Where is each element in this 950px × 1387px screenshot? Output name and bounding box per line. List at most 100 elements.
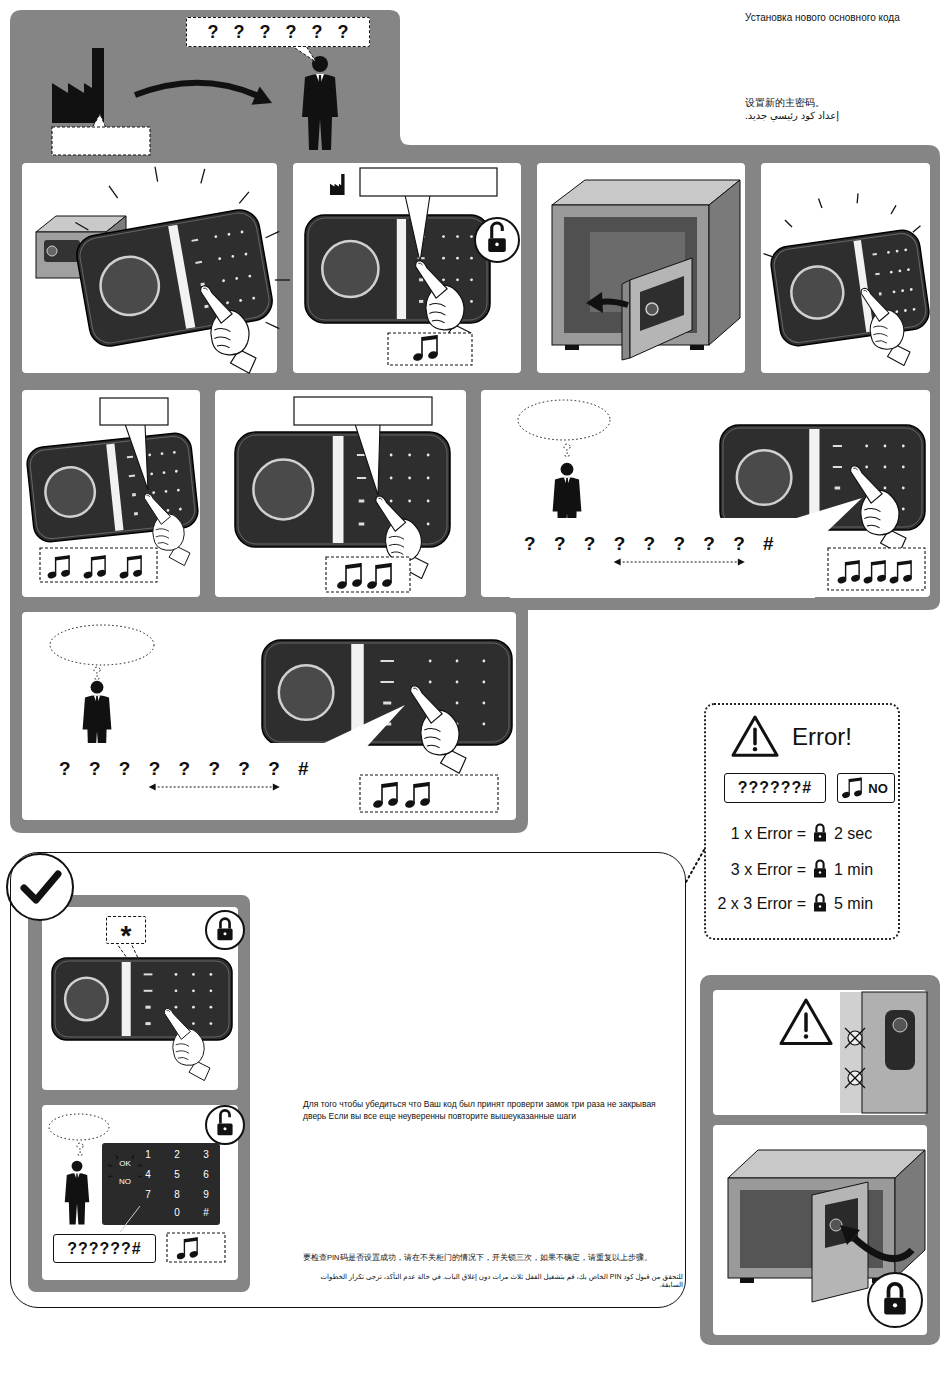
icon-circle (206, 1106, 244, 1144)
text-slot: 1 min (834, 860, 873, 879)
title: Установка нового основного кода (745, 12, 900, 23)
music-note (47, 555, 71, 579)
keypad-key-dot (456, 681, 459, 684)
music-note (404, 782, 431, 809)
ray (138, 1176, 142, 1177)
keypad-key-mark (359, 500, 365, 503)
note-beam (184, 1237, 197, 1242)
keypad-key-dot (907, 268, 910, 271)
label-slot: 4 (145, 1170, 151, 1180)
label-slot: إعداد كود رئيسي جديد. (745, 110, 875, 121)
keypad-key-dot (244, 252, 247, 255)
callout-pointer (355, 424, 380, 495)
hand (201, 286, 256, 374)
keypad-key-dot (390, 454, 393, 457)
sound-box: NO (837, 773, 895, 803)
keypad-key-dot (902, 508, 905, 511)
text-slot: 1 x Error = (706, 824, 806, 843)
keypad-bevel (265, 643, 509, 742)
ray (138, 1165, 142, 1166)
code-placeholder: ??????# (738, 780, 813, 796)
label-slot: 7 (145, 1190, 151, 1200)
error-text: 2 x 3 Error = (706, 894, 806, 913)
keypad-key-mark (127, 456, 133, 459)
keypad-bevel (772, 231, 928, 344)
hand-index-finger (144, 494, 170, 525)
arrow-head (738, 559, 745, 566)
grey-subpanel (700, 975, 940, 1345)
keypad-key-mark (134, 512, 138, 515)
keypad-key-dot (892, 290, 895, 293)
label-slot: 0 (174, 1208, 180, 1218)
music-note (119, 555, 143, 579)
keypad (769, 228, 931, 348)
music-note (336, 563, 363, 590)
lock-shackle (889, 1284, 902, 1298)
keypad-key-mark (359, 523, 365, 526)
arrow-head (273, 784, 280, 791)
error-text: 1 x Error = (706, 824, 806, 843)
keypad-key-dot (895, 310, 898, 313)
hand-index-finger (376, 496, 406, 531)
note-stem (376, 563, 391, 584)
lock-body (488, 238, 506, 252)
keypad-key-dot (865, 445, 868, 448)
label-slot: 9 (203, 1190, 209, 1200)
hand (164, 1009, 210, 1081)
keypad-key-dot (408, 500, 411, 503)
keypad-key-dot (227, 233, 230, 236)
keypad-strip (333, 436, 344, 543)
text-slot: Для того чтобы убедиться что Ваш код был… (303, 1099, 673, 1123)
keypad-key-dot (222, 279, 225, 282)
error-box: Error!1 x Error =2 sec3 x Error =1 min2 … (704, 703, 900, 940)
key-symbol: * (121, 922, 132, 950)
keypad-key-dot (239, 299, 242, 302)
keypad-key-mark (835, 487, 840, 490)
lock-icon (206, 911, 244, 949)
label-slot: 设置新的主密码。 (745, 96, 825, 110)
note-beam (414, 782, 429, 788)
keypad-key-dot (482, 702, 485, 705)
music-note (83, 555, 107, 579)
keypad-key-dot (884, 487, 887, 490)
step-panel (537, 163, 745, 373)
keypad-key-dot (177, 489, 180, 492)
keypad-key-dot (218, 257, 221, 260)
ray (764, 254, 773, 257)
person-head (312, 56, 328, 72)
text-slot: 3 x Error = (706, 860, 806, 879)
lock-icon (814, 861, 826, 878)
keypad-key-mark (144, 990, 153, 992)
node-decoration (510, 518, 815, 598)
label-slot: 8 (174, 1190, 180, 1200)
ray (785, 220, 792, 227)
key-label: 6 (203, 1170, 209, 1180)
title-slot: Установка нового основного кода (745, 12, 900, 23)
step-panel (22, 390, 200, 597)
music-note (837, 560, 861, 584)
ray (109, 186, 118, 198)
keypad-key-dot (173, 451, 176, 454)
arrow-head (614, 559, 621, 566)
lock-shackle (220, 919, 229, 929)
node-decoration (45, 743, 352, 820)
keyhole (223, 1127, 226, 1130)
note-beam (846, 560, 860, 565)
door-keypad (640, 276, 684, 331)
key-label: 4 (145, 1170, 151, 1180)
span-arrow (619, 562, 740, 563)
keypad-key-dot (427, 454, 430, 457)
keypad-key-dot (482, 681, 485, 684)
hand (411, 686, 466, 774)
text-slot: 2 x 3 Error = (706, 894, 806, 913)
thought-dot (77, 1143, 83, 1149)
keypad-key-dot (482, 660, 485, 663)
keypad-key-mark (879, 292, 882, 295)
warning-dot (753, 747, 757, 751)
keypad-key-dot (192, 973, 195, 976)
key-label: NO (119, 1178, 131, 1186)
ray (239, 192, 249, 203)
thought-cloud (518, 400, 610, 440)
